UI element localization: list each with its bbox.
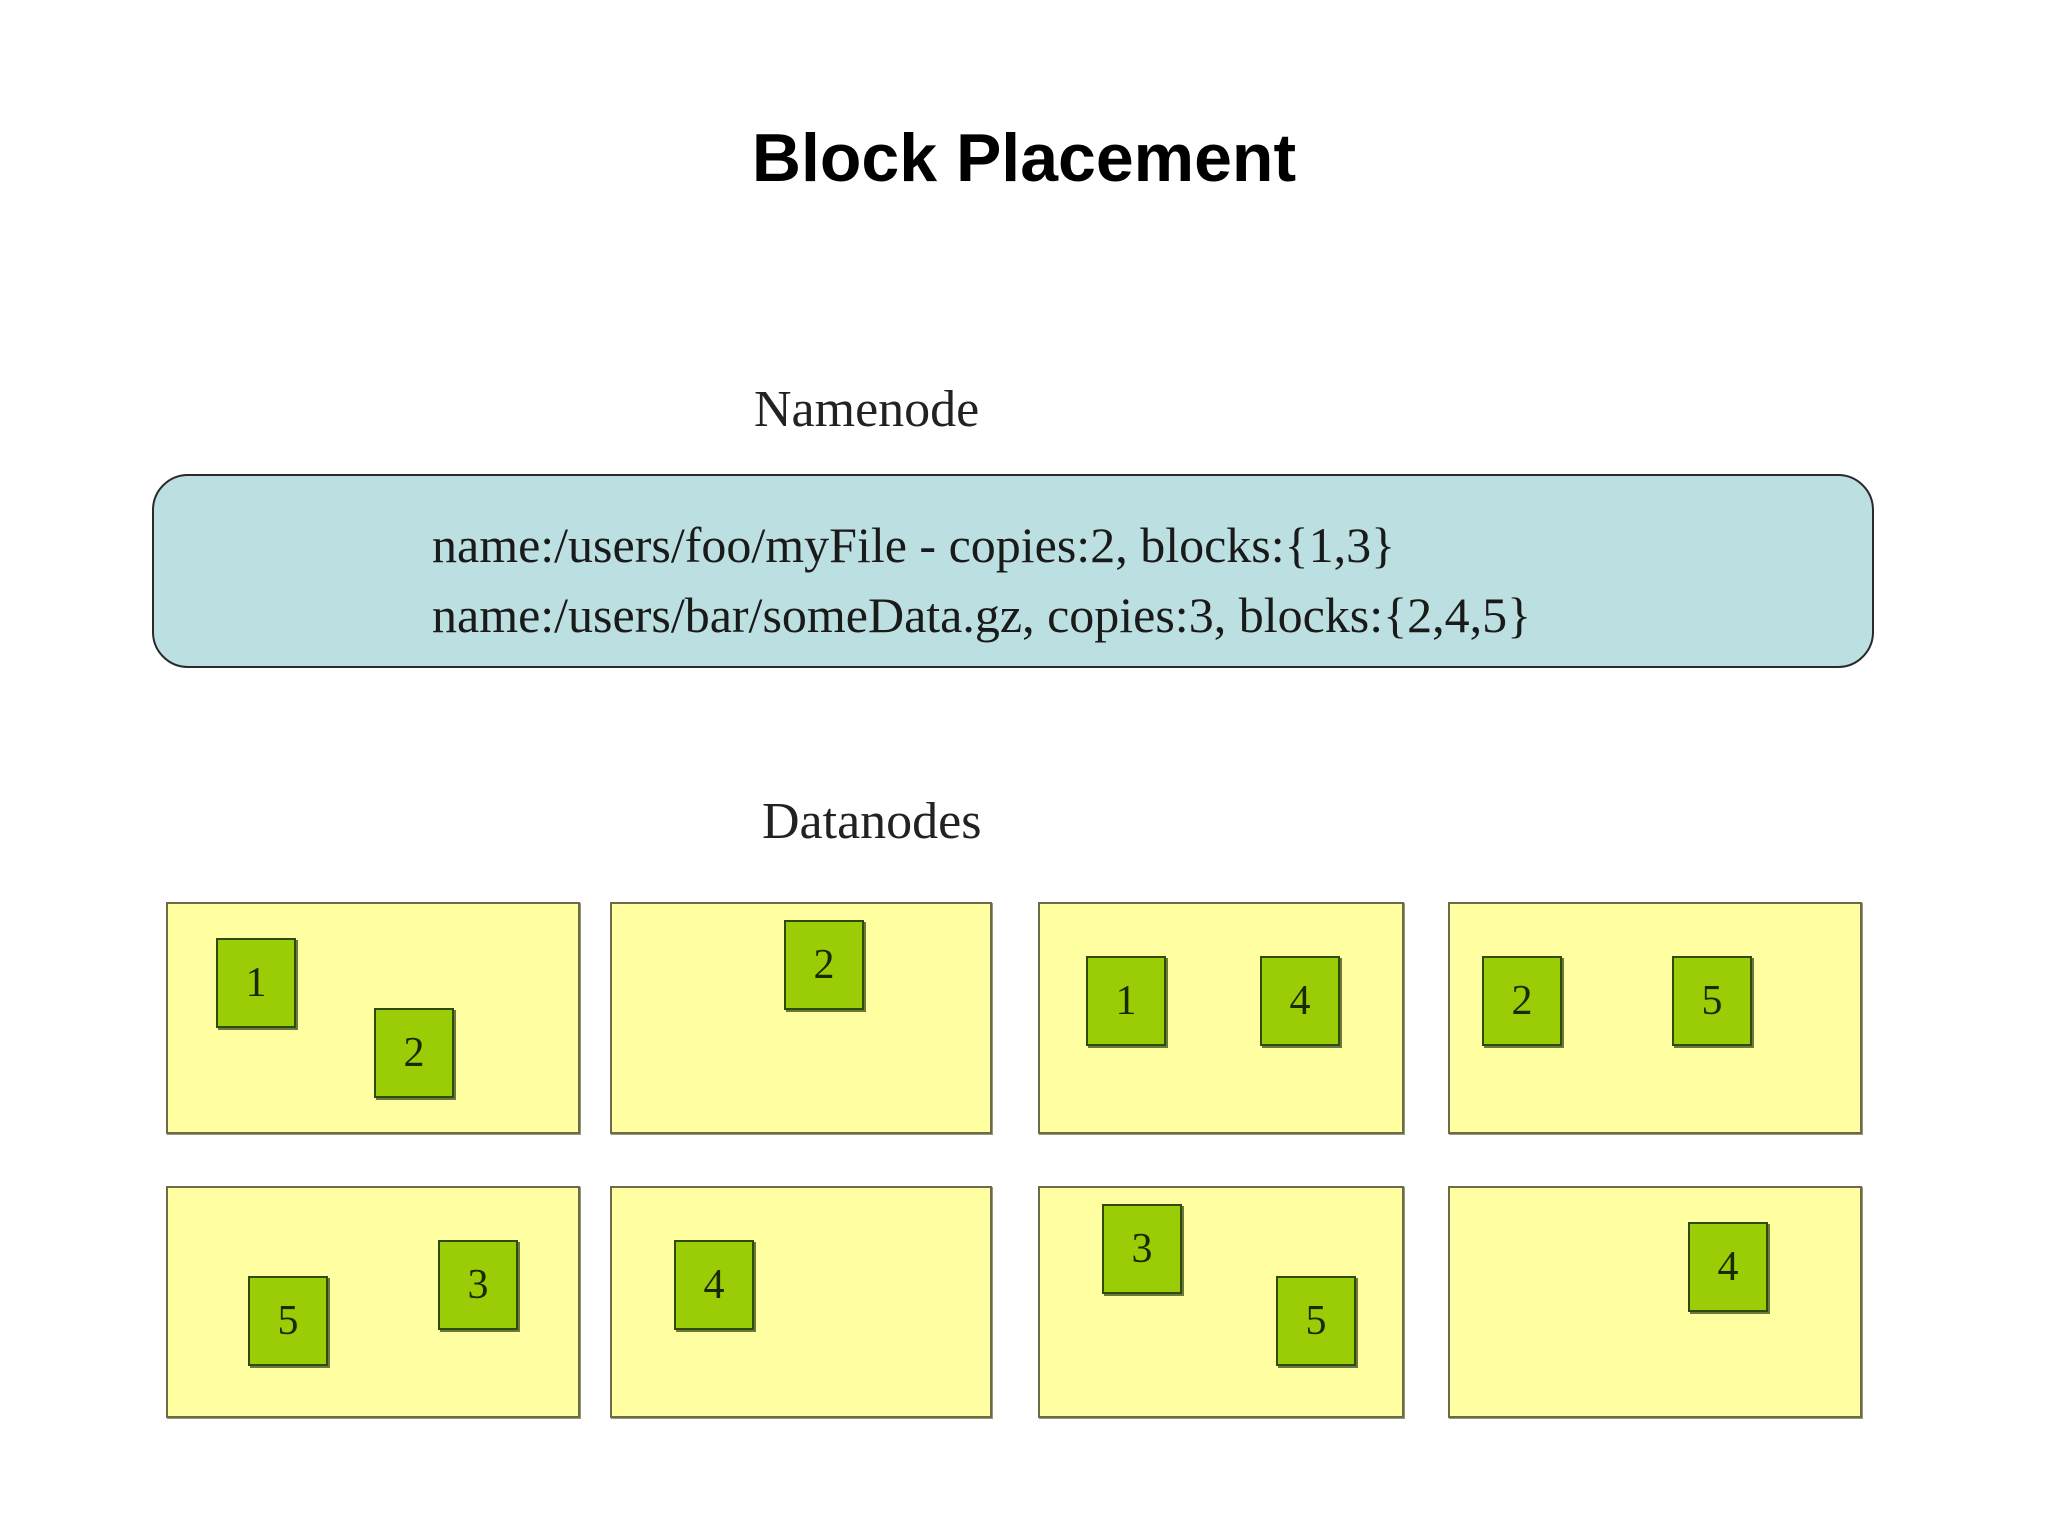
data-block: 5 bbox=[248, 1276, 328, 1366]
data-block: 4 bbox=[1688, 1222, 1768, 1312]
data-block: 1 bbox=[1086, 956, 1166, 1046]
page-title: Block Placement bbox=[751, 120, 1297, 196]
datanode-4: 2 5 bbox=[1448, 902, 1862, 1134]
data-block: 5 bbox=[1672, 956, 1752, 1046]
data-block: 2 bbox=[784, 920, 864, 1010]
datanode-5: 5 3 bbox=[166, 1186, 580, 1418]
namenode-entry: name:/users/foo/myFile - copies:2, block… bbox=[432, 517, 1396, 573]
data-block: 4 bbox=[1260, 956, 1340, 1046]
data-block: 1 bbox=[216, 938, 296, 1028]
datanode-7: 3 5 bbox=[1038, 1186, 1404, 1418]
datanode-6: 4 bbox=[610, 1186, 992, 1418]
datanode-8: 4 bbox=[1448, 1186, 1862, 1418]
data-block: 3 bbox=[1102, 1204, 1182, 1294]
namenode-label: Namenode bbox=[754, 381, 980, 438]
datanodes-label: Datanodes bbox=[762, 793, 982, 850]
data-block: 5 bbox=[1276, 1276, 1356, 1366]
datanode-1: 1 2 bbox=[166, 902, 580, 1134]
namenode-box: name:/users/foo/myFile - copies:2, block… bbox=[152, 474, 1874, 668]
datanode-3: 1 4 bbox=[1038, 902, 1404, 1134]
data-block: 3 bbox=[438, 1240, 518, 1330]
data-block: 2 bbox=[1482, 956, 1562, 1046]
data-block: 2 bbox=[374, 1008, 454, 1098]
data-block: 4 bbox=[674, 1240, 754, 1330]
namenode-entry: name:/users/bar/someData.gz, copies:3, b… bbox=[432, 587, 1532, 643]
datanode-2: 2 bbox=[610, 902, 992, 1134]
